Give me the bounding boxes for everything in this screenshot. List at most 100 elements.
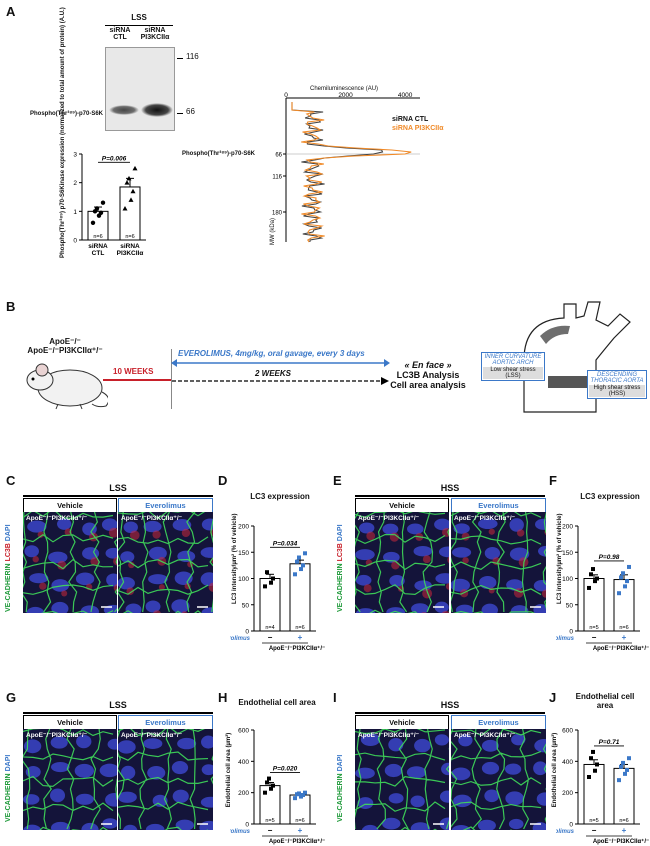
nucleus — [511, 733, 526, 746]
nucleus — [478, 575, 497, 590]
nucleus — [75, 793, 94, 805]
nucleus — [389, 575, 405, 587]
mouse-genotype-label: ApoE⁻/⁻ ApoE⁻/⁻PI3KCIIα⁺/⁻ — [20, 337, 110, 356]
nucleus — [538, 545, 546, 557]
desc-callout: DESCENDING THORACIC AORTA High shear str… — [587, 370, 647, 400]
nucleus — [386, 607, 405, 613]
trace-x-tick-label: 0 — [284, 92, 288, 99]
nucleus — [177, 737, 197, 750]
y-tick-label: 0 — [245, 629, 249, 636]
d-title: LC3 expression — [250, 492, 310, 501]
data-point — [595, 762, 599, 767]
category-label: − — [592, 633, 597, 642]
i-condition-label: HSS — [440, 700, 460, 710]
y-tick-label: 0 — [245, 822, 249, 829]
nucleus — [533, 761, 546, 776]
nucleus — [23, 739, 42, 754]
category-label: − — [268, 633, 273, 642]
everolimus-label: Everolimus — [556, 829, 575, 835]
data-point — [591, 749, 595, 754]
e-condition-bar — [355, 495, 545, 497]
nucleus — [174, 571, 193, 585]
c-ylabel-dapi: DAPI — [5, 524, 12, 542]
panel-letter-e: E — [333, 473, 342, 488]
nucleus — [81, 822, 99, 830]
y-tick-label: 1 — [73, 209, 77, 216]
nucleus — [535, 518, 546, 530]
nucleus — [200, 547, 213, 558]
nucleus — [118, 576, 135, 590]
nucleus — [481, 761, 500, 775]
g-ylabel: VE-CADHERIN DAPI — [5, 722, 12, 822]
lane2-label: siRNA PI3KCIIα — [135, 27, 175, 42]
bar — [583, 763, 605, 825]
e-vehicle-genotype: ApoE⁻/⁻PI3KCIIα⁺/⁻ — [358, 515, 420, 522]
lc3-signal — [61, 590, 68, 597]
arch-title: INNER CURVATURE AORTIC ARCH — [484, 354, 542, 367]
data-point — [593, 579, 597, 584]
chart-h-bar: 0200400600n=5n=6P=0.020Everolimus−+ApoE⁻… — [230, 728, 325, 846]
data-point — [589, 572, 593, 577]
weeks10-label: 10 WEEKS — [113, 367, 154, 376]
trace-y-title: MW (kDa) — [270, 218, 276, 245]
nucleus — [107, 738, 117, 750]
nucleus — [434, 734, 449, 746]
nucleus — [122, 824, 138, 830]
c-vehicle-box: Vehicle — [23, 498, 117, 513]
category-label: + — [622, 826, 627, 835]
nucleus — [50, 788, 66, 803]
lc3-signal — [129, 530, 140, 541]
e-everolimus-image — [451, 512, 546, 613]
nucleus — [48, 551, 68, 564]
nucleus — [505, 763, 522, 775]
g-ylabel-ve: VE-CADHERIN — [5, 773, 12, 822]
trace-line-ctl — [291, 102, 384, 243]
lc3-signal — [152, 530, 161, 539]
everolimus-label: Everolimus — [230, 829, 251, 835]
i-condition-bar — [355, 712, 545, 714]
lane1-label-line2: CTL — [113, 34, 127, 42]
data-point — [617, 591, 621, 596]
data-point — [293, 572, 297, 577]
y-tick-label: 100 — [562, 576, 573, 583]
nucleus — [200, 796, 213, 808]
mw-116-label: 116 — [186, 52, 199, 61]
nucleus — [145, 823, 165, 830]
nucleus — [441, 762, 449, 776]
lc3-signal — [421, 612, 427, 613]
i-vehicle-image — [355, 729, 449, 830]
enface-label: « En face » — [404, 360, 452, 370]
data-point — [623, 584, 627, 589]
nucleus — [484, 789, 500, 803]
nucleus — [27, 520, 47, 533]
trace-line-pi3k — [291, 102, 412, 243]
bar — [119, 186, 141, 241]
nucleus — [171, 761, 189, 775]
lc3-signal — [153, 610, 161, 613]
n-label: n=5 — [265, 818, 274, 824]
nucleus — [452, 547, 472, 558]
nucleus — [481, 603, 499, 613]
category-label: siRNA — [120, 243, 140, 250]
cell-area-label: Cell area analysis — [390, 380, 466, 390]
nucleus — [106, 573, 117, 587]
micrograph-svg — [23, 512, 117, 613]
nucleus — [438, 546, 449, 558]
i-everolimus-box: Everolimus — [451, 715, 546, 730]
nucleus — [148, 574, 168, 585]
panel-letter-b: B — [6, 299, 16, 314]
nucleus — [175, 819, 194, 830]
category-label: CTL — [92, 250, 105, 257]
j-title: Endothelial cell area — [560, 692, 650, 711]
nucleus — [118, 740, 136, 754]
micrograph-svg — [451, 512, 546, 613]
lc3-signal — [126, 587, 135, 596]
nucleus — [26, 606, 45, 613]
data-point — [621, 760, 625, 765]
arch-callout: INNER CURVATURE AORTIC ARCH Low shear st… — [481, 352, 545, 382]
lc3-signal — [181, 611, 188, 613]
nucleus — [50, 736, 68, 749]
c-vehicle-image — [23, 512, 117, 613]
p-value: P=0.71 — [599, 739, 620, 746]
nucleus — [57, 518, 72, 530]
